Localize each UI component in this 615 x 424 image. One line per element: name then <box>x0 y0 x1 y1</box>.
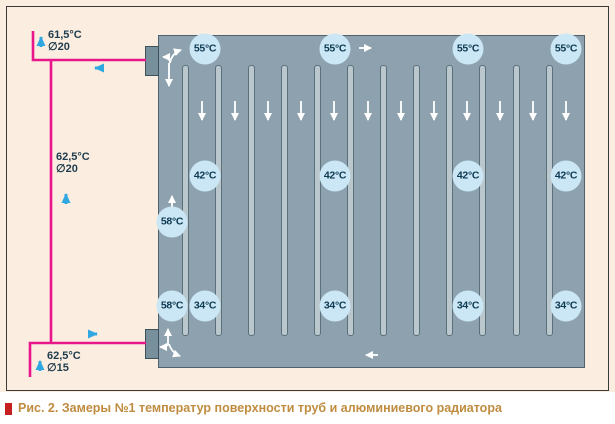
pipe-temp-value: 62,5°C <box>56 151 90 163</box>
temp-circle: 55°C <box>550 33 582 65</box>
radiator-tube <box>413 65 420 336</box>
temp-circle: 34°C <box>319 290 351 322</box>
radiator-connector-top <box>145 46 159 76</box>
temp-circle: 42°C <box>319 160 351 192</box>
caption-bullet <box>5 403 12 415</box>
radiator-body <box>158 35 585 368</box>
radiator-tube <box>347 65 354 336</box>
temp-circle: 42°C <box>189 160 221 192</box>
radiator-tube <box>182 65 189 336</box>
pipe-temp-value: 62,5°C <box>47 350 81 362</box>
pipe-temp-value: 61,5°C <box>48 29 82 41</box>
temp-circle: 55°C <box>319 33 351 65</box>
temp-circle: 58°C <box>156 206 188 238</box>
caption-text: Рис. 2. Замеры №1 температур поверхности… <box>18 401 502 415</box>
radiator-tube <box>513 65 520 336</box>
radiator-tube <box>248 65 255 336</box>
pipe-label: 61,5°C ∅20 <box>48 29 82 53</box>
radiator-tube <box>446 65 453 336</box>
pipe-diameter: ∅15 <box>47 362 69 374</box>
temp-circle: 34°C <box>452 290 484 322</box>
radiator-tube <box>479 65 486 336</box>
radiator-tube <box>314 65 321 336</box>
radiator-tube <box>215 65 222 336</box>
pipe-diameter: ∅20 <box>56 163 78 175</box>
radiator-tube <box>281 65 288 336</box>
temp-circle: 34°C <box>189 290 221 322</box>
pipe-diameter: ∅20 <box>48 41 70 53</box>
temp-circle: 58°C <box>156 290 188 322</box>
temp-circle: 34°C <box>550 290 582 322</box>
pipe-label: 62,5°C ∅15 <box>47 350 81 374</box>
radiator-connector-bottom <box>145 329 159 359</box>
temp-circle: 55°C <box>189 33 221 65</box>
radiator-tube <box>380 65 387 336</box>
radiator-tube <box>546 65 553 336</box>
figure-caption: Рис. 2. Замеры №1 температур поверхности… <box>0 400 615 420</box>
pipe-label: 62,5°C ∅20 <box>56 151 90 175</box>
temp-circle: 42°C <box>550 160 582 192</box>
temp-circle: 55°C <box>452 33 484 65</box>
temp-circle: 42°C <box>452 160 484 192</box>
